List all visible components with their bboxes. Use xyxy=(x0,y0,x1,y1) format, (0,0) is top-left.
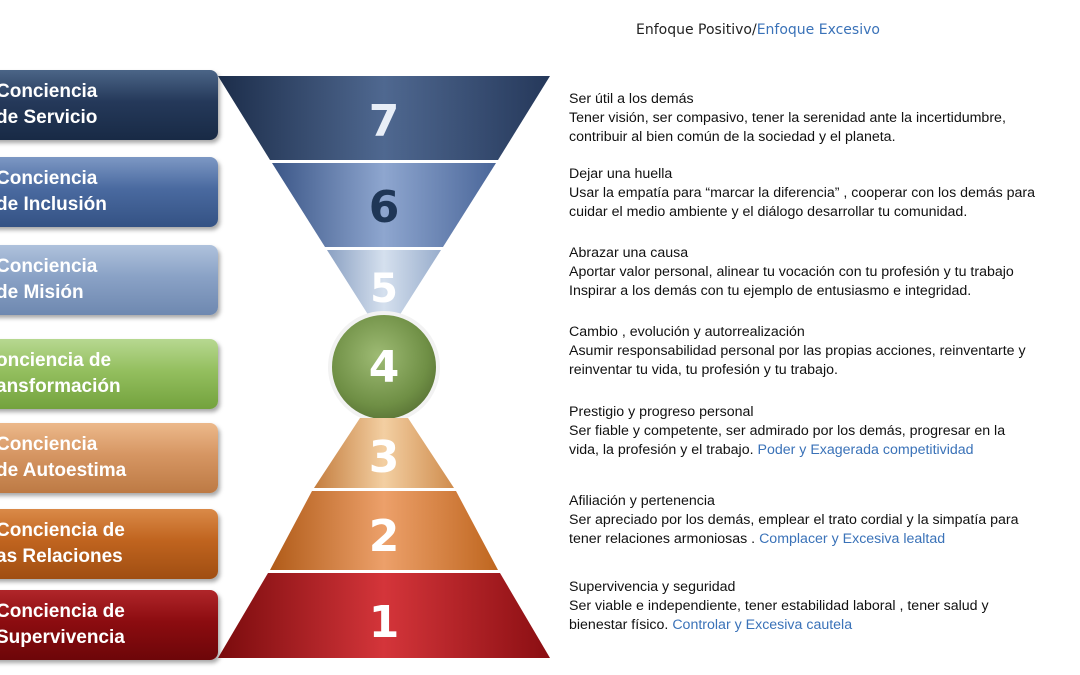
level-box-servicio: Conciencia de Servicio xyxy=(0,70,218,140)
description-title: Afiliación y pertenencia xyxy=(569,493,715,509)
description-text: Usar la empatía para “marcar la diferenc… xyxy=(569,185,1036,220)
header-excessive: Enfoque Excesivo xyxy=(756,22,880,38)
description-text: Aportar valor personal, alinear tu vocac… xyxy=(569,264,1014,299)
level-box-supervivencia: Conciencia de Supervivencia xyxy=(0,590,218,660)
description-body: Ser viable e independiente, tener estabi… xyxy=(569,597,1075,635)
level-number-5: 5 xyxy=(370,266,398,312)
band-6 xyxy=(272,163,496,247)
level-label-line1: Conciencia de xyxy=(0,520,125,541)
level-box-relaciones: Conciencia de as Relaciones xyxy=(0,509,218,579)
level-label-line2: Supervivencia xyxy=(0,627,125,648)
level-label-line1: Conciencia xyxy=(0,434,98,455)
band-7 xyxy=(218,76,550,160)
band-3 xyxy=(314,418,454,488)
description-title: Dejar una huella xyxy=(569,166,673,182)
level-label-line2: as Relaciones xyxy=(0,546,123,567)
description-body: Ser apreciado por los demás, emplear el … xyxy=(569,511,1075,549)
description-body: Usar la empatía para “marcar la diferenc… xyxy=(569,184,1075,222)
description-title: Cambio , evolución y autorrealización xyxy=(569,324,805,340)
band-5 xyxy=(327,250,441,324)
description-text: Ser apreciado por los demás, emplear el … xyxy=(569,512,1019,547)
level-number-1: 1 xyxy=(369,597,400,648)
level-number-6: 6 xyxy=(369,182,400,233)
level-label-line1: Conciencia de xyxy=(0,601,125,622)
description-text: Ser fiable y competente, ser admirado po… xyxy=(569,423,1006,458)
level-number-4: 4 xyxy=(369,342,400,393)
level-number-7: 7 xyxy=(369,96,400,147)
header-positive: Enfoque Positivo xyxy=(636,22,752,38)
level-label-line2: ansformación xyxy=(0,376,121,397)
description-2: Afiliación y pertenencia Ser apreciado p… xyxy=(569,492,1075,549)
description-body: Tener visión, ser compasivo, tener la se… xyxy=(569,109,1075,147)
description-5: Abrazar una causa Aportar valor personal… xyxy=(569,244,1075,301)
level-box-mision: Conciencia de Misión xyxy=(0,245,218,315)
level-label-line2: de Misión xyxy=(0,282,84,303)
level-label-line1: Conciencia xyxy=(0,256,98,277)
level-number-3: 3 xyxy=(369,432,400,483)
consciousness-hourglass: 7 6 5 4 3 2 1 xyxy=(218,76,550,658)
description-3: Prestigio y progreso personal Ser fiable… xyxy=(569,403,1075,460)
level-box-inclusion: Conciencia de Inclusión xyxy=(0,157,218,227)
description-text: Tener visión, ser compasivo, tener la se… xyxy=(569,110,1006,145)
description-text: Ser viable e independiente, tener estabi… xyxy=(569,598,989,633)
level-label-line1: Conciencia xyxy=(0,81,98,102)
level-label-line2: de Inclusión xyxy=(0,194,107,215)
description-text: Asumir responsabilidad personal por las … xyxy=(569,343,1026,378)
level-box-autoestima: Conciencia de Autoestima xyxy=(0,423,218,493)
description-title: Ser útil a los demás xyxy=(569,91,694,107)
level-label-line1: Conciencia xyxy=(0,168,98,189)
description-4: Cambio , evolución y autorrealización As… xyxy=(569,323,1075,380)
band-2 xyxy=(270,491,498,570)
level-label-line2: de Autoestima xyxy=(0,460,127,481)
description-1: Supervivencia y seguridad Ser viable e i… xyxy=(569,578,1075,635)
description-6: Dejar una huella Usar la empatía para “m… xyxy=(569,165,1075,222)
description-title: Abrazar una causa xyxy=(569,245,689,261)
level-label-line2: de Servicio xyxy=(0,107,98,128)
description-excess: Complacer y Excesiva lealtad xyxy=(759,531,946,547)
header-separator: / xyxy=(751,22,757,38)
band-1 xyxy=(218,573,550,658)
description-body: Asumir responsabilidad personal por las … xyxy=(569,342,1075,380)
description-excess: Poder y Exagerada competitividad xyxy=(757,442,974,458)
description-body: Ser fiable y competente, ser admirado po… xyxy=(569,422,1075,460)
level-label-line1: onciencia de xyxy=(0,350,112,371)
level-box-transformacion: onciencia de ansformación xyxy=(0,339,218,409)
description-7: Ser útil a los demás Tener visión, ser c… xyxy=(569,90,1075,147)
level-number-2: 2 xyxy=(369,511,400,562)
description-title: Supervivencia y seguridad xyxy=(569,579,736,595)
description-title: Prestigio y progreso personal xyxy=(569,404,754,420)
description-excess: Controlar y Excesiva cautela xyxy=(672,617,853,633)
description-body: Aportar valor personal, alinear tu vocac… xyxy=(569,263,1075,301)
